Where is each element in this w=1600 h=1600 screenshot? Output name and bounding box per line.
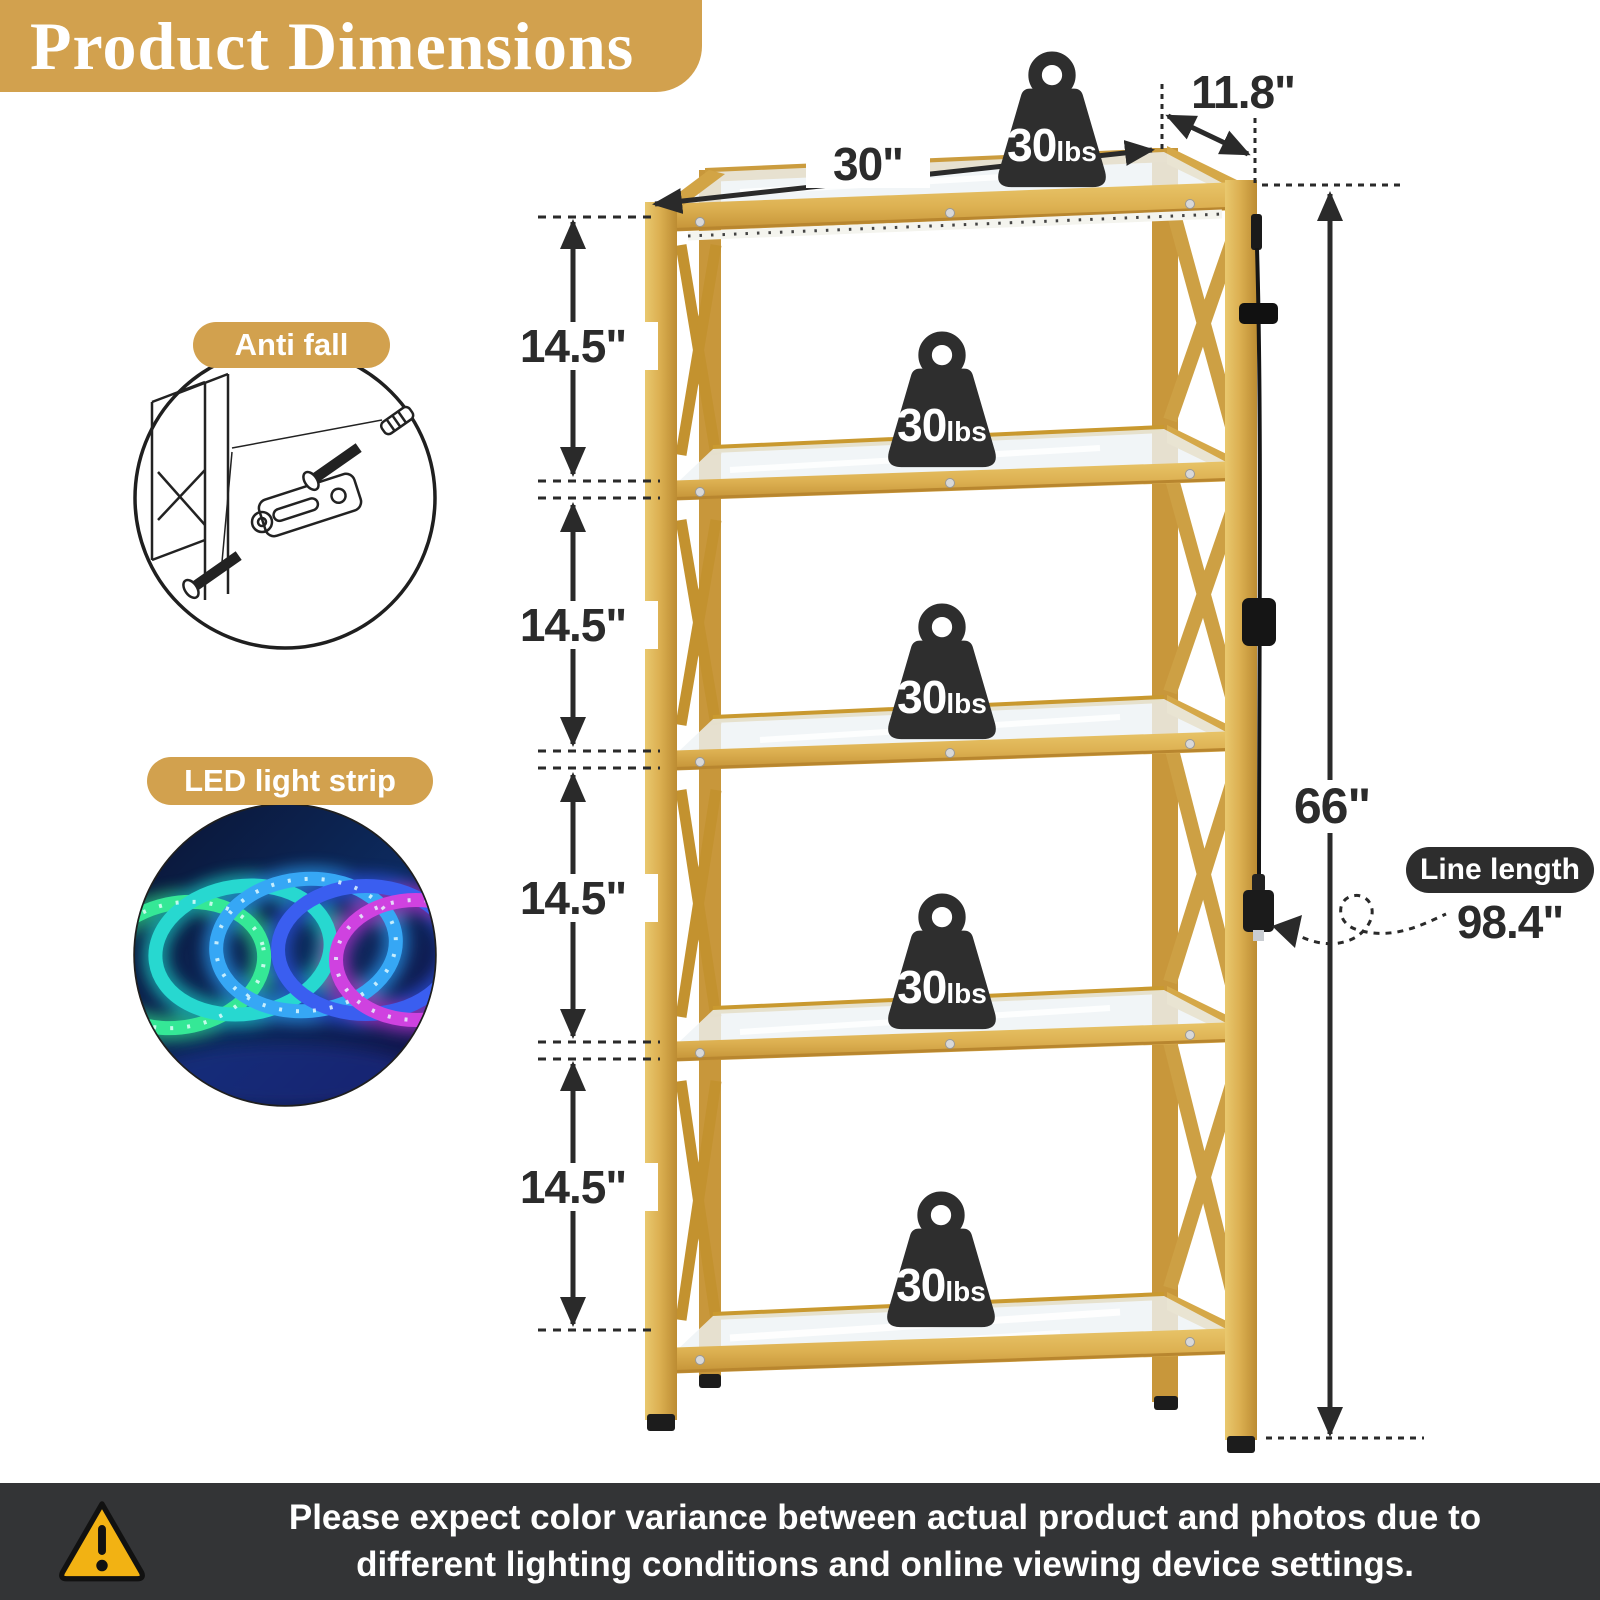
spacing-ticks xyxy=(538,215,660,1332)
shelf-spacing-label-1: 14.5" xyxy=(488,322,658,370)
cable-strap-2 xyxy=(1242,598,1276,646)
depth-arrow xyxy=(1165,113,1251,157)
screws xyxy=(695,199,1195,1365)
weight-capacity-badge-4: 30lbs xyxy=(883,892,1001,1032)
shelf-spacing-label-2: 14.5" xyxy=(488,601,658,649)
height-dimension-label: 66" xyxy=(1262,780,1402,833)
line-length-pill: Line length xyxy=(1406,847,1594,893)
weight-icon xyxy=(998,51,1106,188)
width-dimension-label: 30" xyxy=(806,140,930,188)
weight-capacity-badge-2: 30lbs xyxy=(883,330,1001,470)
power-plug xyxy=(1243,874,1274,941)
led-strip-pill: LED light strip xyxy=(147,757,433,805)
weight-capacity-text: 30lbs xyxy=(897,399,987,451)
anti-fall-diagram xyxy=(150,372,415,600)
warning-icon xyxy=(59,1501,145,1582)
led-strip-photo xyxy=(135,805,435,1105)
shelf-spacing-label-3: 14.5" xyxy=(488,874,658,922)
line-length-arrowhead xyxy=(1272,915,1302,948)
front-right-leg xyxy=(1225,180,1257,1440)
power-cable xyxy=(1239,214,1278,941)
anti-fall-pill: Anti fall xyxy=(193,322,390,368)
weight-capacity-badge-5: 30lbs xyxy=(882,1190,1000,1330)
title-banner: Product Dimensions xyxy=(0,0,702,92)
line-length-leader xyxy=(1291,893,1447,946)
line-length-label: Line length xyxy=(1420,853,1580,886)
weight-capacity-text: 30lbs xyxy=(897,671,987,723)
shelf-spacing-label-4: 14.5" xyxy=(488,1163,658,1211)
anti-fall-label: Anti fall xyxy=(234,327,349,362)
weight-capacity-badge-1: 30lbs xyxy=(993,50,1111,190)
led-controller xyxy=(1251,214,1262,250)
front-left-leg xyxy=(645,202,677,1420)
led-strip-circle xyxy=(133,803,437,1107)
led-strip xyxy=(687,209,1223,241)
anti-fall-circle xyxy=(133,346,437,650)
weight-icon xyxy=(888,603,996,740)
depth-dimension-label: 11.8" xyxy=(1191,66,1296,118)
weight-capacity-badge-3: 30lbs xyxy=(883,602,1001,742)
weight-icon xyxy=(887,1191,995,1328)
line-length-value: 98.4" xyxy=(1456,896,1564,948)
weight-capacity-text: 30lbs xyxy=(1007,119,1097,171)
footer-line-1: Please expect color variance between act… xyxy=(288,1498,1482,1537)
weight-icon xyxy=(888,331,996,468)
weight-capacity-text: 30lbs xyxy=(896,1259,986,1311)
weight-capacity-text: 30lbs xyxy=(897,961,987,1013)
weight-icon xyxy=(888,893,996,1030)
feet xyxy=(647,1374,1255,1453)
cable-strap xyxy=(1239,303,1278,324)
footer-banner: Please expect color variance between act… xyxy=(0,1483,1600,1600)
left-x-braces xyxy=(675,244,722,1321)
led-strip-label: LED light strip xyxy=(184,763,396,798)
page-title: Product Dimensions xyxy=(30,8,635,84)
footer-line-2: different lighting conditions and online… xyxy=(356,1545,1414,1584)
